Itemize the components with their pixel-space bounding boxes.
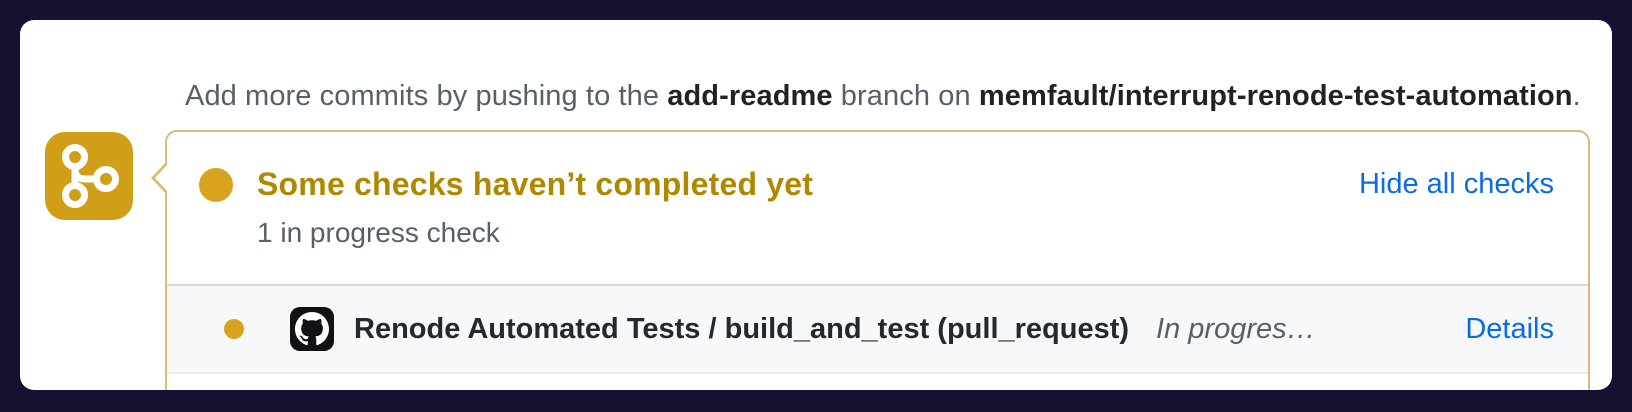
checks-heading-group: Some checks haven’t completed yet 1 in p… (257, 166, 813, 249)
repo-name: memfault/interrupt-renode-test-automatio… (978, 80, 1573, 112)
check-run-row[interactable]: Renode Automated Tests / build_and_test … (167, 284, 1588, 374)
checks-box: Some checks haven’t completed yet 1 in p… (151, 130, 1590, 390)
checks-summary: 1 in progress check (257, 217, 500, 248)
github-logo-icon (290, 307, 334, 351)
push-hint-prefix: Add more commits by pushing to the (185, 80, 668, 112)
push-hint-suffix: . (1572, 80, 1581, 112)
pending-dot-icon (224, 319, 244, 339)
bubble-caret-fill (155, 164, 168, 192)
check-run-status: In progres… (1156, 312, 1316, 345)
commit-graph-icon (45, 132, 133, 220)
push-hint-middle: branch on (832, 80, 979, 112)
pending-ring-icon (199, 168, 233, 202)
push-hint-text: Add more commits by pushing to the add-r… (185, 78, 1581, 114)
merge-box-card: Add more commits by pushing to the add-r… (20, 20, 1612, 390)
checks-heading: Some checks haven’t completed yet (257, 166, 814, 202)
check-run-name: Renode Automated Tests / build_and_test … (354, 312, 1130, 345)
branch-name: add-readme (667, 80, 833, 112)
hide-all-checks-link[interactable]: Hide all checks (1358, 168, 1554, 200)
checks-header: Some checks haven’t completed yet 1 in p… (167, 132, 1588, 284)
details-link[interactable]: Details (1465, 312, 1554, 345)
